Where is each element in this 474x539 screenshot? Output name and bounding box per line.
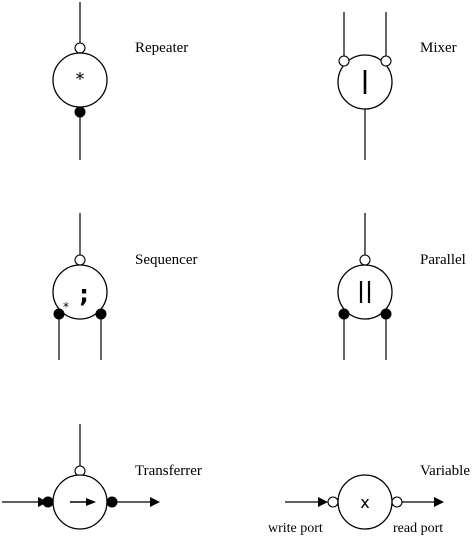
write-port-label: write port <box>268 521 323 536</box>
parallel-input-port <box>359 254 371 266</box>
parallel-label: Parallel <box>420 252 466 268</box>
repeater-label: Repeater <box>135 40 188 56</box>
transferrer-output-arrow <box>150 497 160 507</box>
read-port-label: read port <box>393 521 443 536</box>
mixer-label: Mixer <box>420 40 457 56</box>
sequencer-input-port <box>74 254 86 266</box>
variable-label: Variable <box>420 463 470 479</box>
parallel-node <box>337 264 393 320</box>
transferrer-arrow-icon <box>70 498 96 506</box>
transferrer-output-port <box>106 496 118 508</box>
mixer-input-port-left <box>338 55 350 67</box>
variable-component: x Variable write port read port <box>268 463 470 536</box>
variable-read-port <box>391 496 403 508</box>
repeater-input-port <box>74 42 86 54</box>
repeater-output-port <box>74 106 86 118</box>
variable-symbol: x <box>360 493 369 512</box>
variable-write-arrow <box>318 497 328 507</box>
repeater-component: * Repeater <box>52 2 188 160</box>
sequencer-node <box>52 264 108 320</box>
sequencer-output-port-right <box>95 308 107 320</box>
transferrer-label: Transferrer <box>135 463 202 479</box>
sequencer-sub-symbol: * <box>63 300 69 314</box>
sequencer-label: Sequencer <box>135 252 197 268</box>
sequencer-component: ; * Sequencer <box>52 213 197 360</box>
parallel-output-port-left <box>338 308 350 320</box>
repeater-symbol: * <box>76 69 85 90</box>
sequencer-symbol: ; <box>79 280 89 308</box>
mixer-component: Mixer <box>337 12 457 160</box>
variable-write-port <box>327 496 339 508</box>
transferrer-input-port <box>42 496 54 508</box>
parallel-symbol <box>359 281 371 303</box>
mixer-input-port-right <box>380 55 392 67</box>
parallel-output-port-right <box>380 308 392 320</box>
sequencer-output-port-left <box>53 308 65 320</box>
parallel-component: Parallel <box>337 213 466 360</box>
variable-read-arrow <box>434 497 444 507</box>
transferrer-component: Transferrer <box>2 424 202 530</box>
